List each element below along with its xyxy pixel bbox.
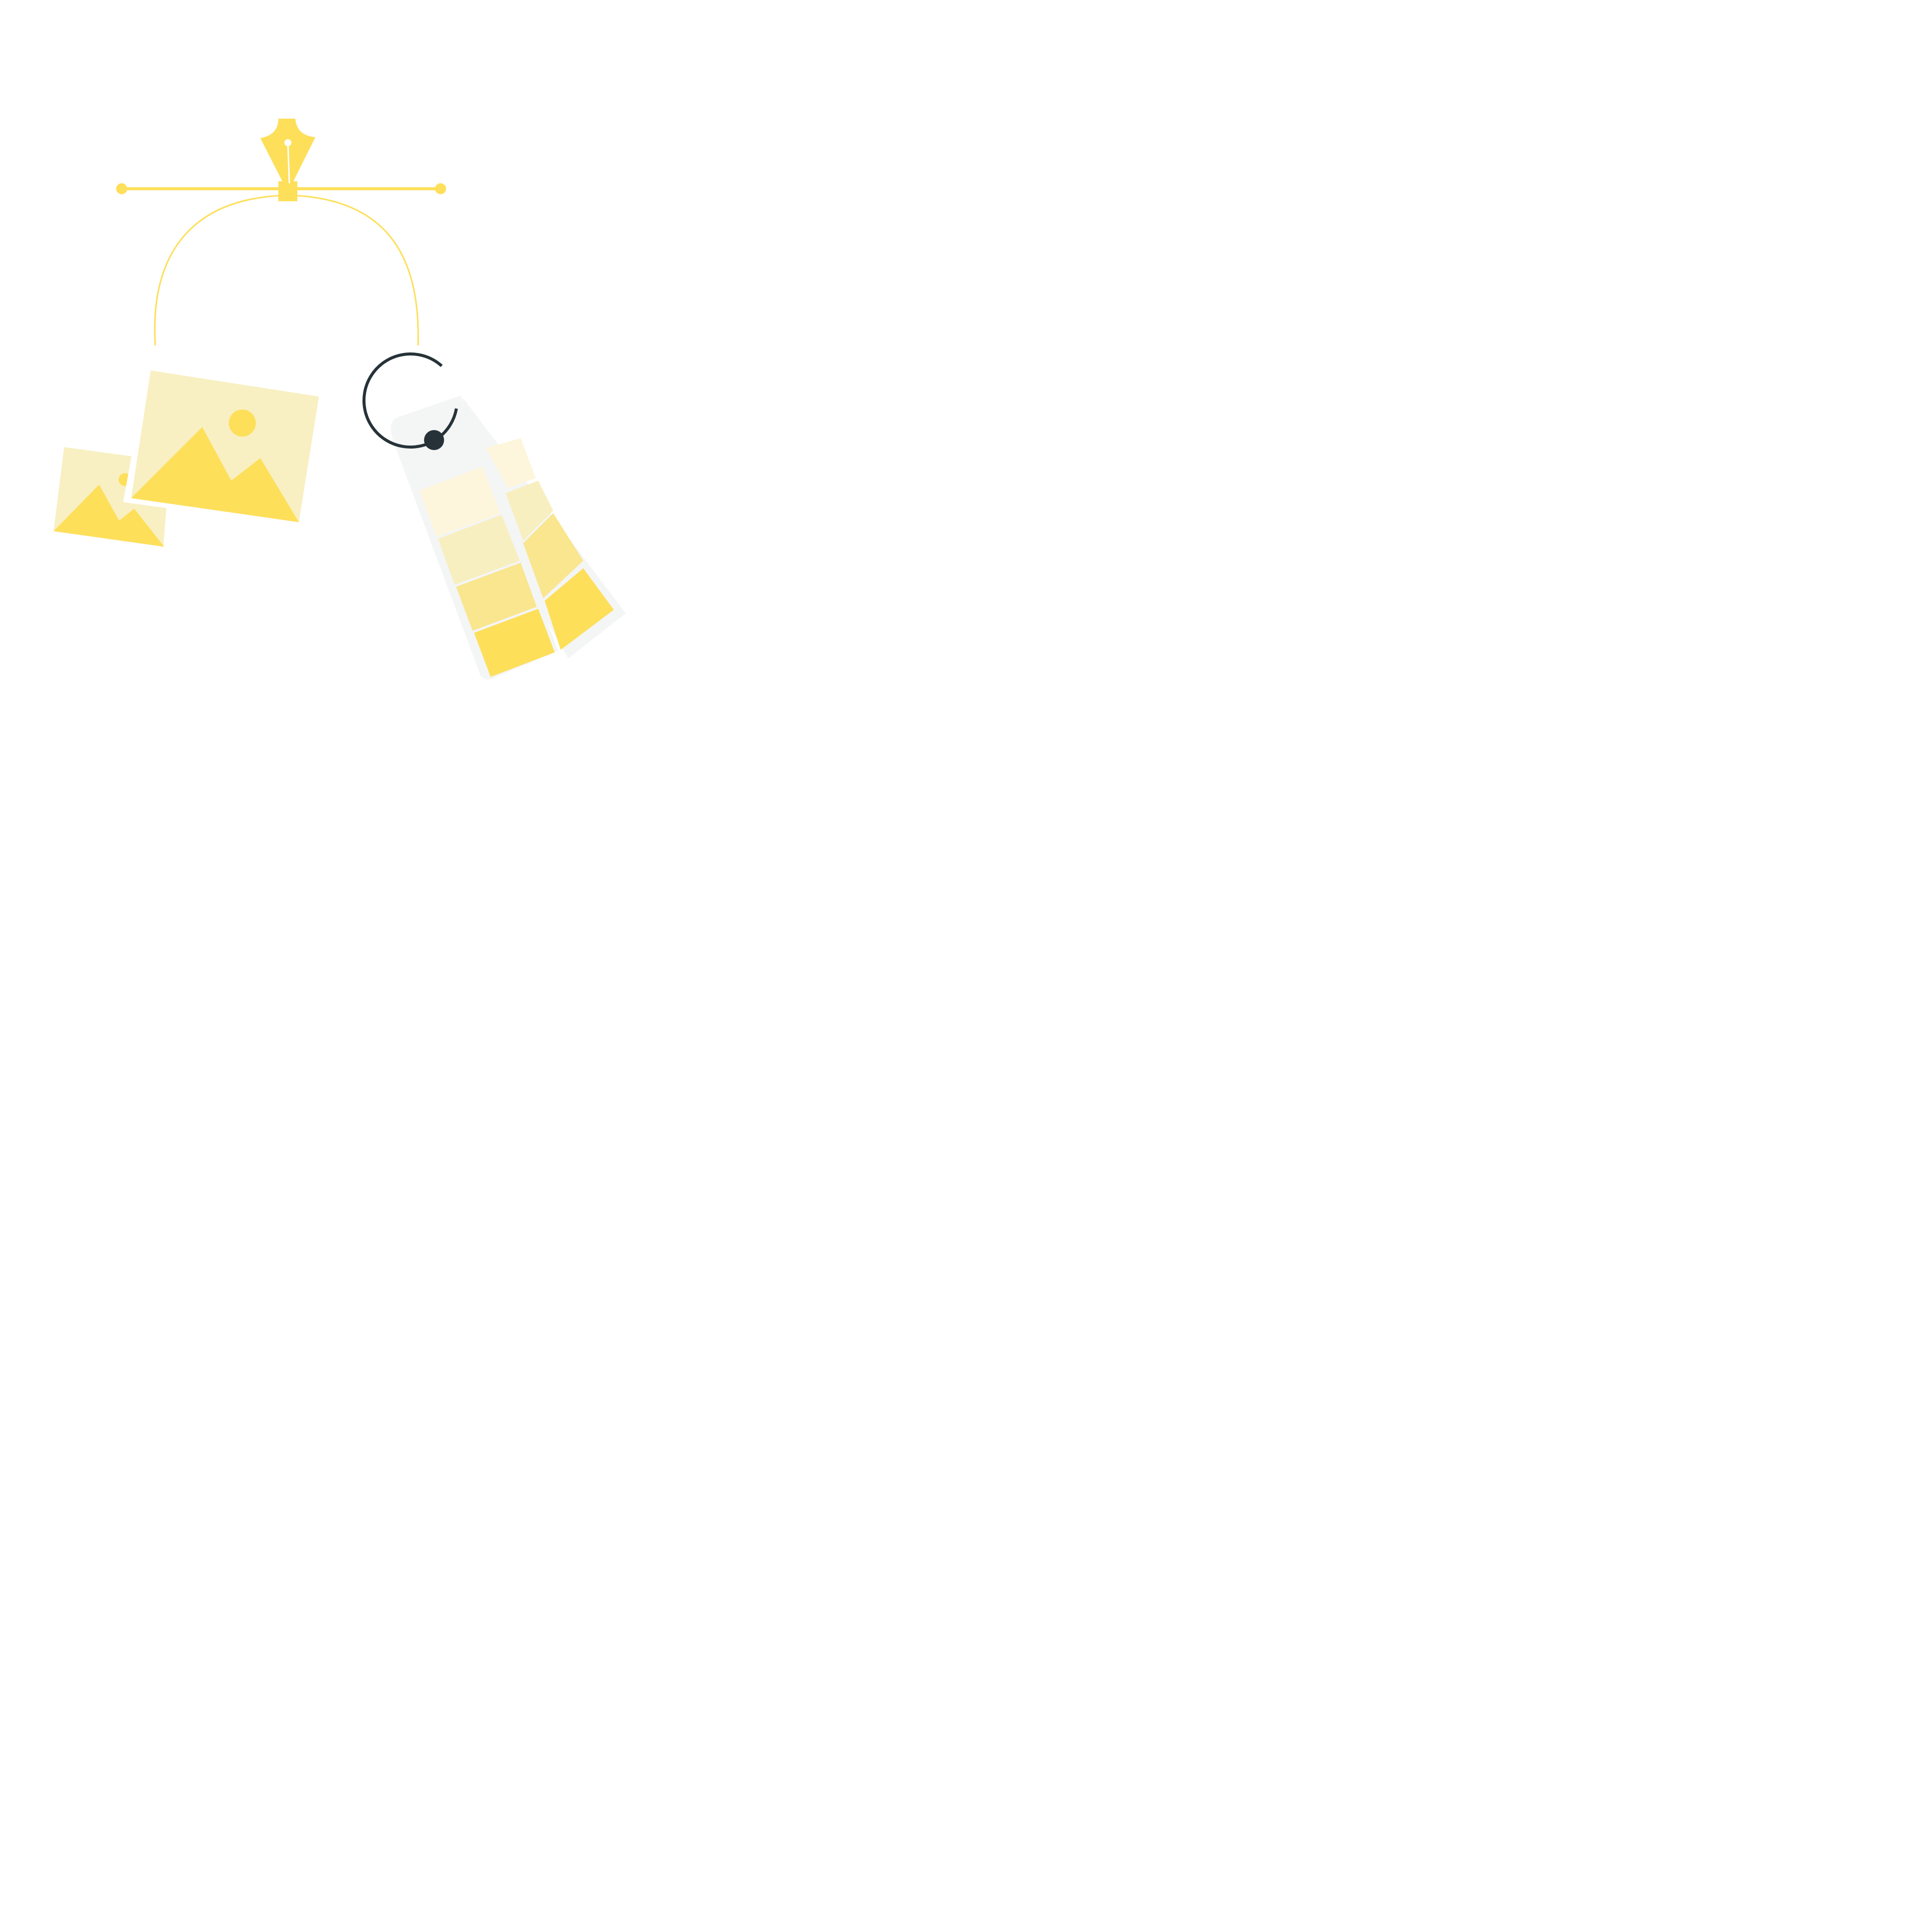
image-sun (229, 410, 256, 437)
swatch-rivet (424, 430, 444, 450)
swatch-shade-3 (456, 563, 537, 631)
swatch-shade-4 (474, 609, 555, 677)
swatch-shade-1 (420, 467, 501, 537)
swatch-card-back (451, 398, 626, 658)
color-palette-icon (362, 352, 626, 680)
swatch-card-front (391, 396, 558, 680)
bezier-curve-path (154, 194, 419, 346)
swatch-ring (362, 352, 459, 449)
bezier-handle-left (116, 183, 127, 194)
swatch-shade-2 (438, 515, 520, 585)
pen-nib-icon (260, 119, 315, 185)
bezier-handle-right (435, 183, 446, 194)
bezier-curve-icon (116, 181, 446, 346)
image-icon (123, 364, 324, 527)
